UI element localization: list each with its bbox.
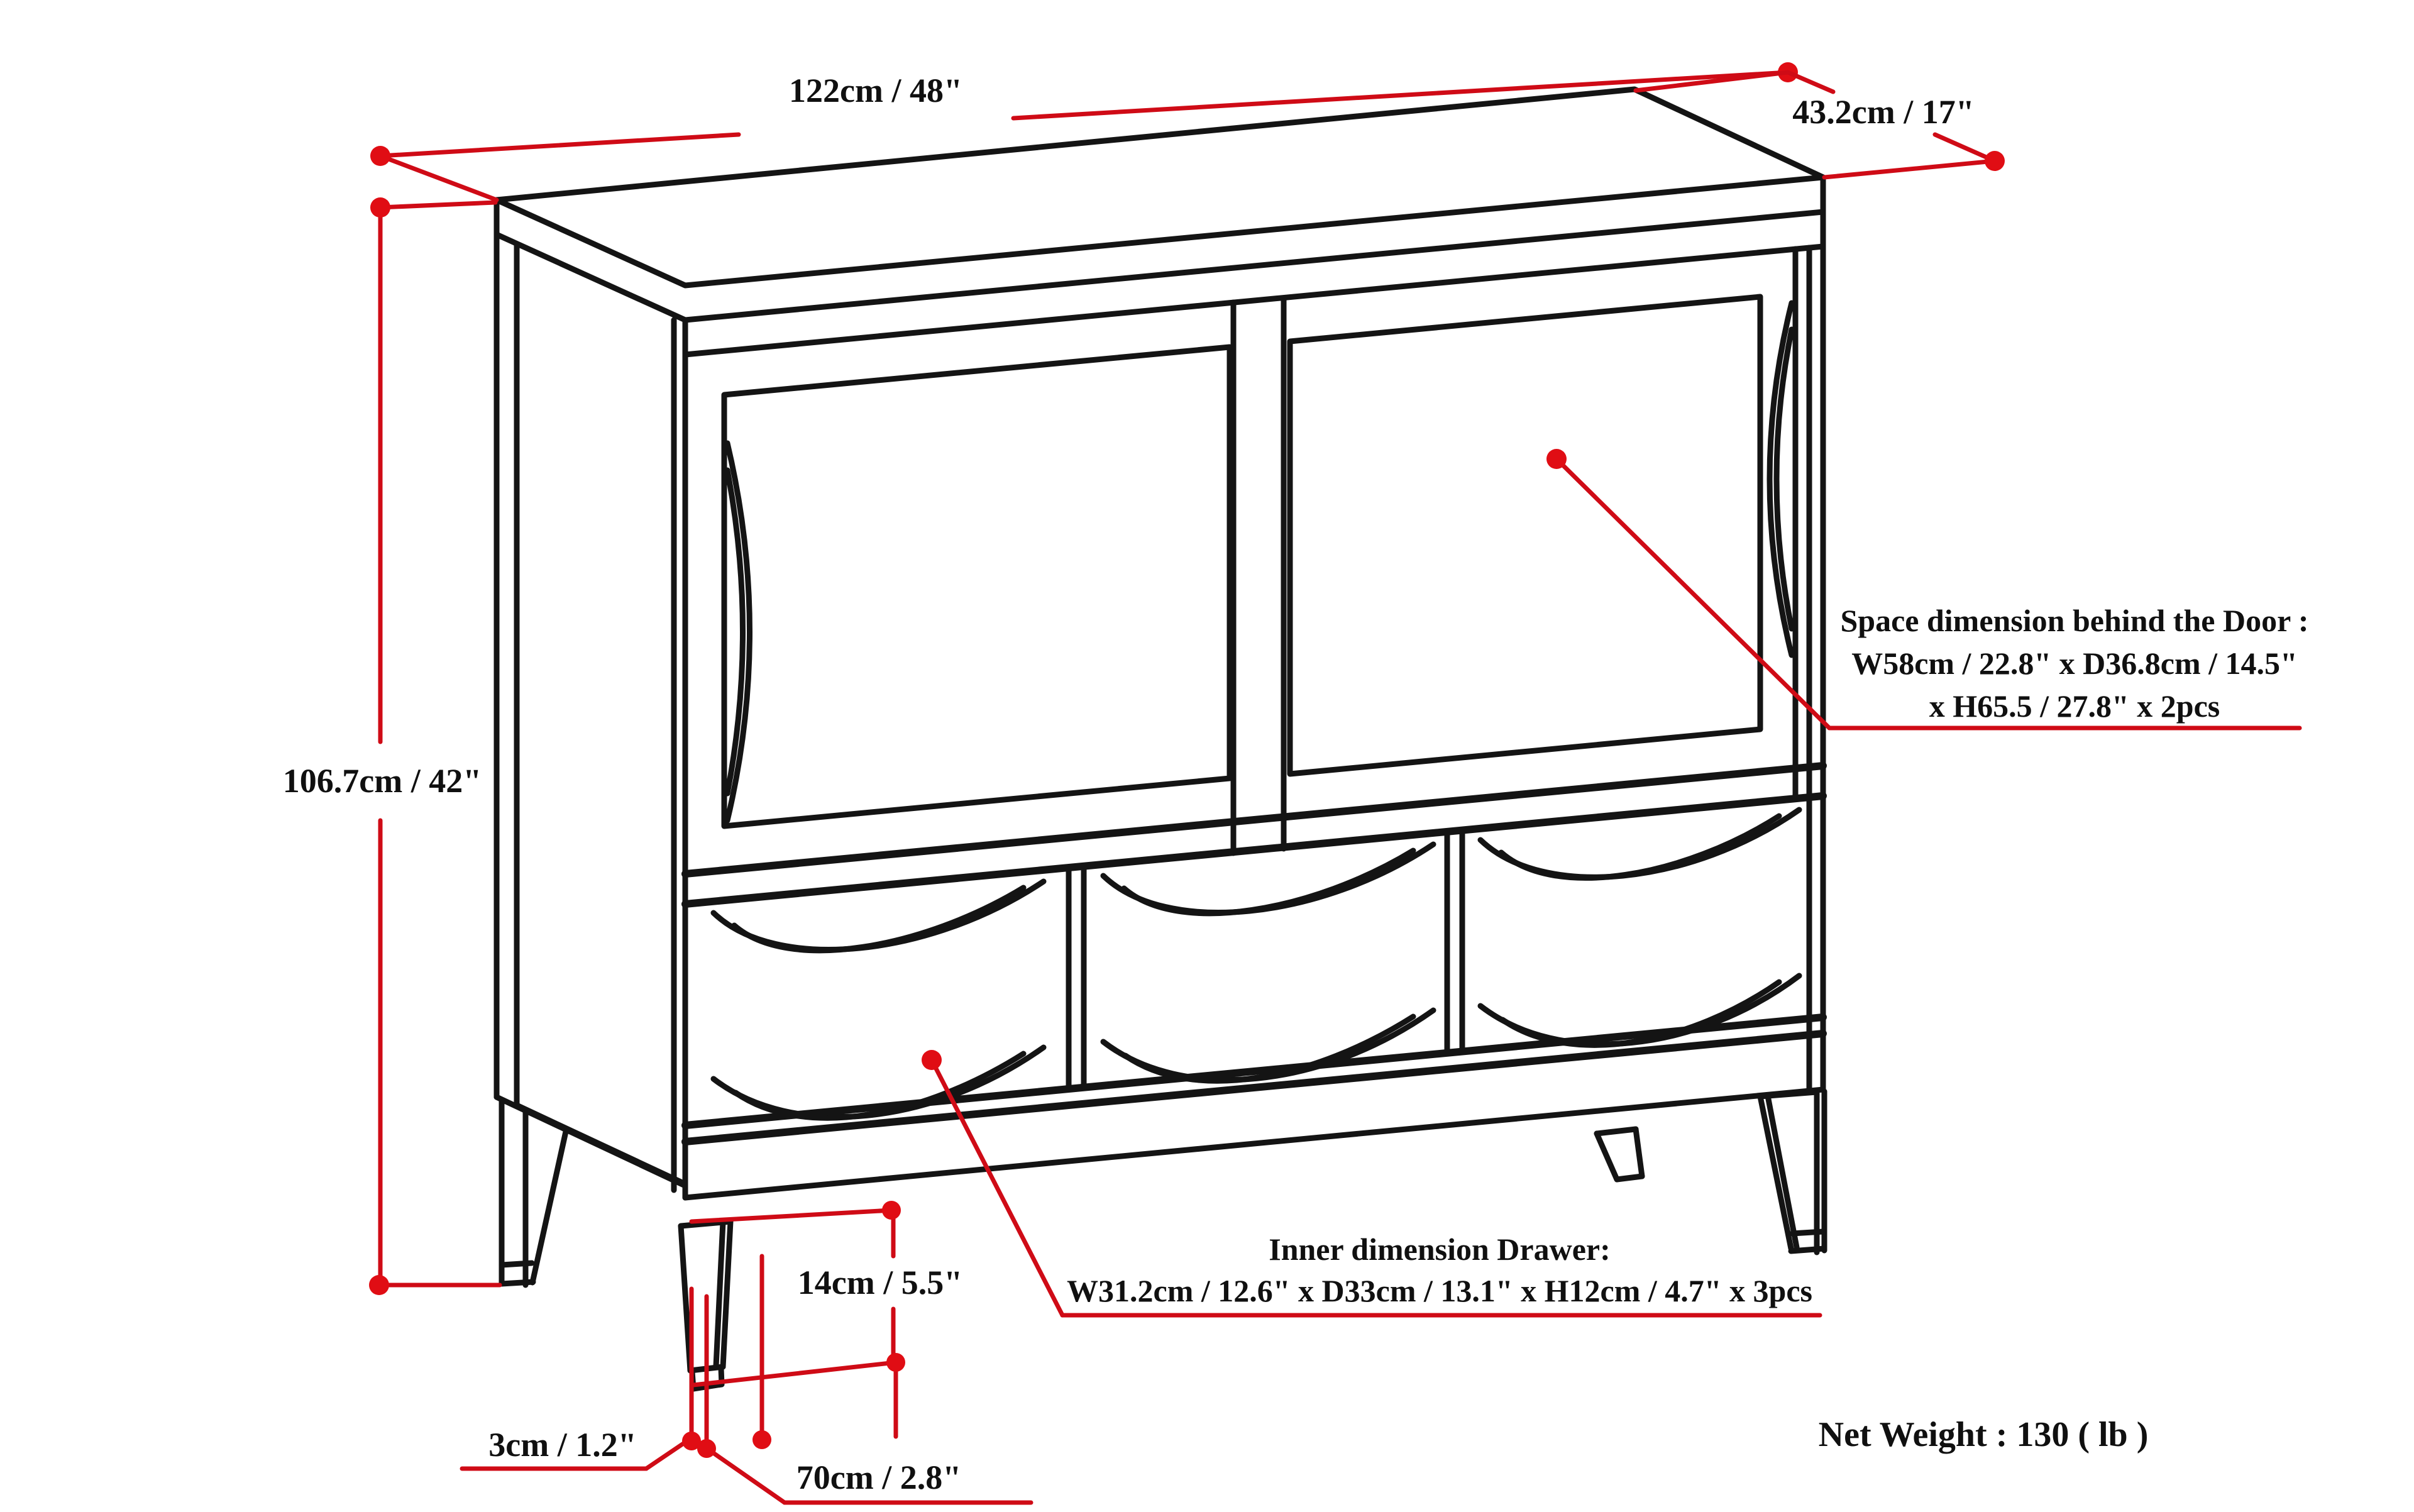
depth-dimension-label: 43.2cm / 17": [1792, 93, 1974, 131]
door-space-label-line3: x H65.5 / 27.8" x 2pcs: [1929, 688, 2220, 724]
dimension-annotations: [369, 62, 2302, 1505]
depth-dimension: [1633, 70, 2005, 180]
left-door-panel: [721, 344, 1233, 829]
cabinet-line-art: [493, 86, 1827, 1392]
body-bottom-edge: [682, 1086, 1826, 1201]
top-slab-left-edge: [493, 231, 688, 323]
back-left-leg: [499, 1098, 569, 1288]
foot-dimensions: [460, 1254, 1033, 1505]
base-rail: [681, 1013, 1827, 1129]
foot-thickness-label: 3cm / 1.2": [488, 1426, 636, 1464]
leg-height-dimension: [689, 1201, 905, 1439]
foot-width-label: 70cm / 2.8": [796, 1459, 961, 1496]
width-dimension-label: 122cm / 48": [789, 72, 962, 109]
drawer-label-line1: Inner dimension Drawer:: [1269, 1232, 1611, 1267]
cabinet-top-face: [493, 86, 1826, 289]
leg-height-label: 14cm / 5.5": [798, 1264, 962, 1301]
top-slab-front-bottom: [682, 209, 1826, 323]
right-door-panel: [1287, 294, 1763, 777]
left-door-groove: [724, 440, 752, 824]
drawer-leader: [922, 1050, 1822, 1318]
door-space-label-line1: Space dimension behind the Door :: [1840, 603, 2308, 638]
door-bottom-rail: [681, 762, 1827, 878]
right-door-groove: [1766, 300, 1795, 658]
width-dimension: [370, 62, 1798, 202]
back-right-leg: [1594, 1126, 1645, 1183]
door-space-leader: [1546, 449, 2302, 731]
height-dimension-label: 106.7cm / 42": [283, 762, 482, 800]
door-space-label-line2: W58cm / 22.8" x D36.8cm / 14.5": [1851, 646, 2298, 681]
net-weight-label: Net Weight : 130 ( lb ): [1819, 1415, 2149, 1454]
front-right-leg: [1757, 1088, 1827, 1255]
height-dimension: [369, 197, 502, 1295]
top-rail-line: [682, 243, 1826, 358]
drawer-label-line2: W31.2cm / 12.6" x D33cm / 13.1" x H12cm …: [1067, 1273, 1812, 1308]
